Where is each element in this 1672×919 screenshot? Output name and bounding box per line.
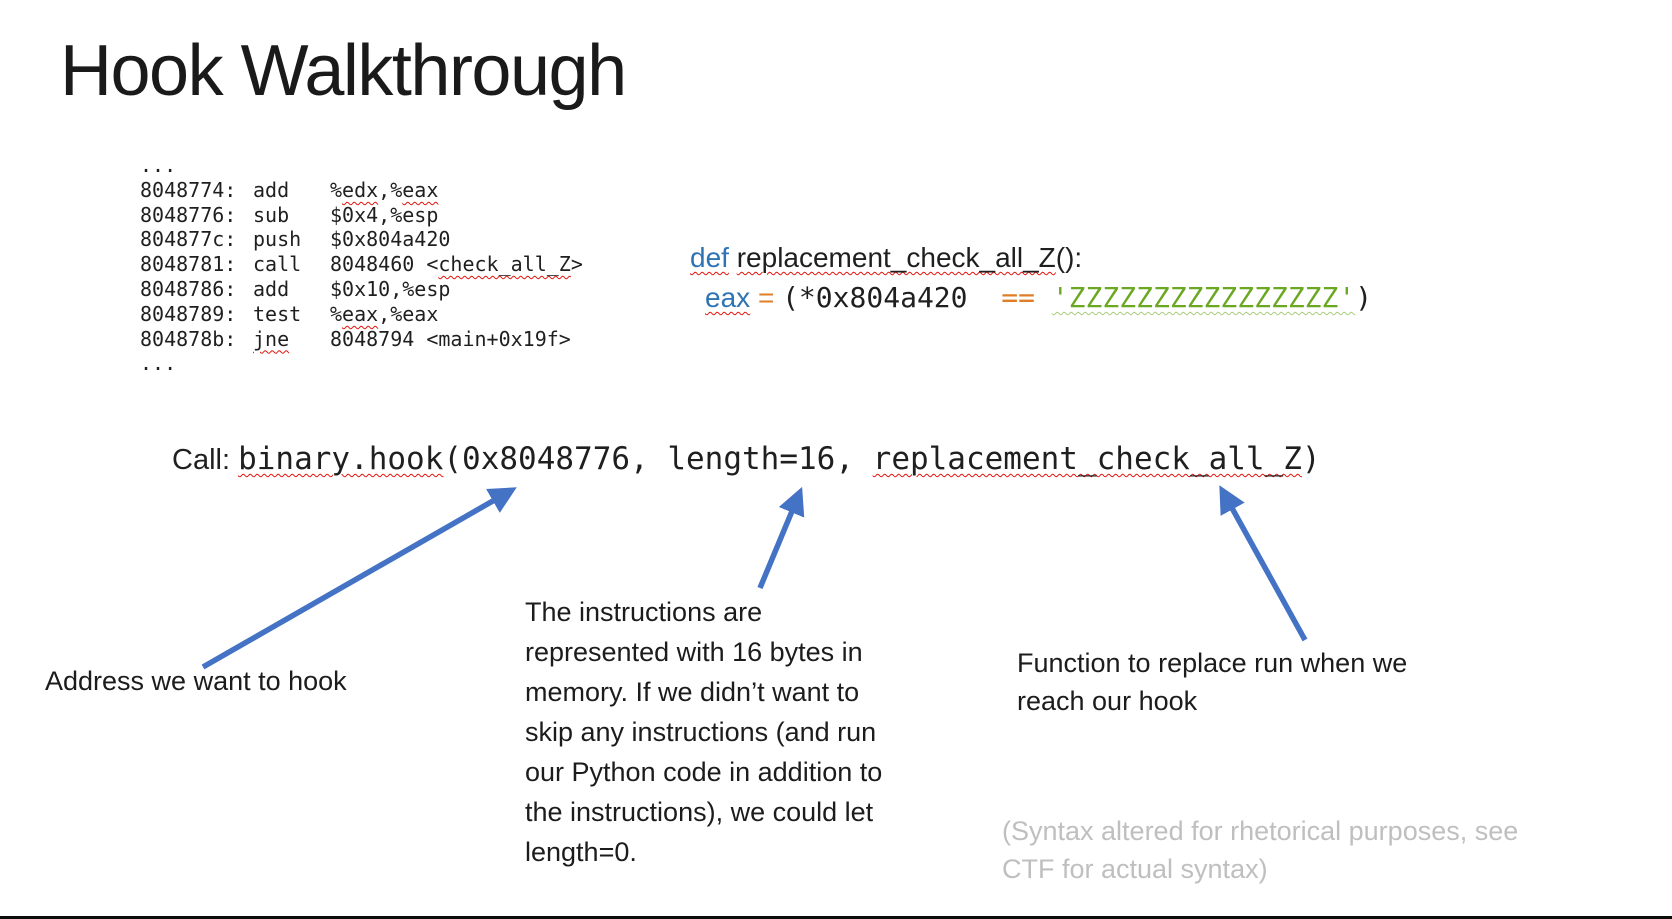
note-function: Function to replace run when we reach ou…: [1017, 648, 1408, 716]
asm-line: 804877c:push$0x804a420: [140, 227, 451, 252]
note-address: Address we want to hook: [45, 666, 347, 696]
note-length: The instructions are represented with 16…: [525, 597, 883, 867]
slide-bottom-edge: [0, 916, 1672, 919]
arrow-address-to-call-icon: [201, 487, 517, 670]
python-hook-snippet: def replacement_check_all_Z():eax = (*0x…: [690, 238, 1372, 318]
python-code-line: def replacement_check_all_Z():: [690, 242, 1083, 273]
asm-line: 8048786:add$0x10,%esp: [140, 276, 451, 301]
arrow-function-to-call-icon: [1219, 485, 1308, 642]
asm-line: 8048774:add%edx,%eax: [140, 177, 439, 202]
asm-line: ...: [140, 351, 177, 376]
page-title: Hook Walkthrough: [60, 31, 627, 111]
asm-line: ...: [140, 153, 177, 177]
hook-call-line: Call: binary.hook(0x8048776, length=16, …: [172, 441, 1321, 477]
python-code-line: eax = (*0x804a420 == 'ZZZZZZZZZZZZZZZZ'): [705, 281, 1373, 314]
asm-line: 8048789:test%eax,%eax: [140, 301, 439, 326]
syntax-disclaimer: (Syntax altered for rhetorical purposes,…: [1002, 816, 1519, 884]
asm-line: 8048776:sub$0x4,%esp: [140, 202, 439, 227]
arrow-length-to-call-icon: [757, 486, 805, 590]
